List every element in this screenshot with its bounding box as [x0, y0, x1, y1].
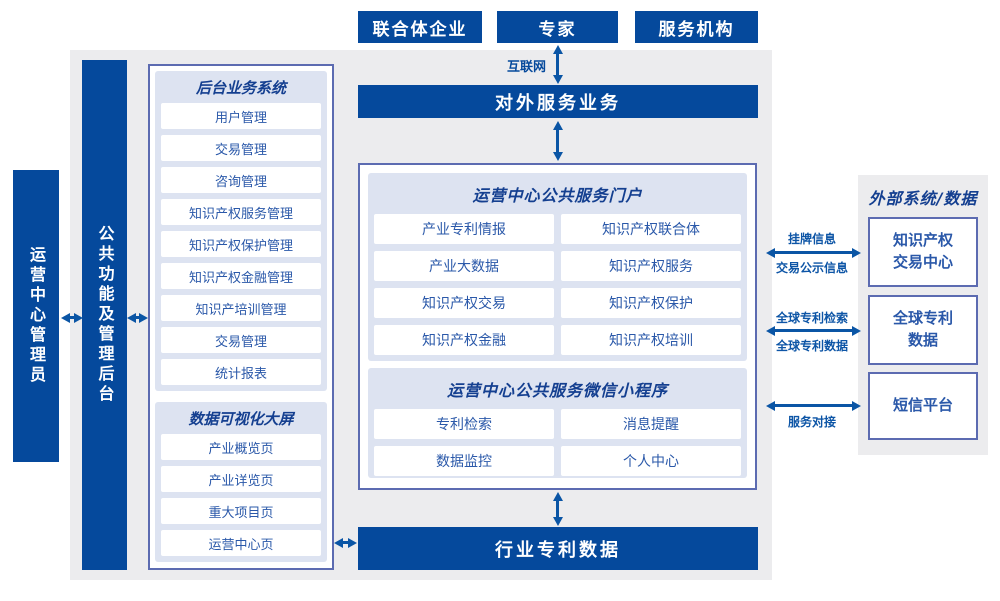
list-item: 知识产权保护管理	[161, 231, 321, 257]
sms-platform-arrow	[775, 404, 852, 407]
list-item: 知识产权交易	[374, 288, 554, 318]
left-systems-box: 后台业务系统 用户管理 交易管理 咨询管理 知识产权服务管理 知识产权保护管理 …	[148, 64, 334, 570]
portal-title: 运营中心公共服务门户	[472, 186, 643, 205]
center-services-box: 运营中心公共服务门户 产业专利情报 知识产权联合体 产业大数据 知识产权服务 知…	[358, 163, 757, 490]
list-item: 知识产权培训	[561, 325, 741, 355]
ip-trading-center-arrow	[775, 251, 852, 254]
list-item: 交易管理	[161, 135, 321, 161]
external-service-label: 对外服务业务	[495, 92, 621, 114]
list-item: 知识产权金融管理	[161, 263, 321, 289]
portal-to-patent-data-arrow	[556, 501, 559, 517]
external-system-global-patent-data: 全球专利 数据	[868, 295, 978, 365]
industry-patent-data-bar: 行业专利数据	[358, 527, 758, 570]
list-item: 用户管理	[161, 103, 321, 129]
portal-items: 产业专利情报 知识产权联合体 产业大数据 知识产权服务 知识产权交易 知识产权保…	[368, 214, 747, 355]
external-service-bar: 对外服务业务	[358, 85, 758, 118]
listing-info-label: 挂牌信息	[787, 232, 836, 246]
backend-to-panel-arrow	[136, 316, 139, 319]
backend-system-items: 用户管理 交易管理 咨询管理 知识产权服务管理 知识产权保护管理 知识产权金融管…	[155, 103, 327, 385]
actor-consortium-label: 联合体企业	[372, 19, 468, 40]
industry-patent-data-label: 行业专利数据	[495, 539, 621, 561]
actor-service-organizations: 服务机构	[635, 11, 758, 43]
list-item: 知识产权服务管理	[161, 199, 321, 225]
backend-management-label: 公共功能及管理后台	[95, 225, 115, 405]
actor-experts: 专家	[497, 11, 618, 43]
miniprogram-title: 运营中心公共服务微信小程序	[446, 381, 668, 400]
list-item: 数据监控	[374, 446, 554, 476]
external-system-ip-trading-center: 知识产权 交易中心	[868, 217, 978, 287]
operations-admin-bar: 运营中心管理员	[13, 170, 59, 462]
visualization-section: 数据可视化大屏 产业概览页 产业详览页 重大项目页 运营中心页	[155, 402, 327, 562]
global-patent-data-arrow	[775, 329, 852, 332]
list-item: 专利检索	[374, 409, 554, 439]
external-systems-title: 外部系统/数据	[868, 189, 978, 208]
list-item: 运营中心页	[161, 530, 321, 556]
visualization-items: 产业概览页 产业详览页 重大项目页 运营中心页	[155, 434, 327, 556]
list-item: 产业专利情报	[374, 214, 554, 244]
trade-publicity-label: 交易公示信息	[775, 261, 848, 275]
list-item: 知识产权联合体	[561, 214, 741, 244]
operations-admin-label: 运营中心管理员	[27, 246, 46, 386]
list-item: 个人中心	[561, 446, 741, 476]
list-item: 产业概览页	[161, 434, 321, 460]
internet-arrow	[556, 54, 559, 75]
actor-consortium-enterprises: 联合体企业	[358, 11, 482, 43]
portal-section: 运营中心公共服务门户 产业专利情报 知识产权联合体 产业大数据 知识产权服务 知…	[368, 173, 747, 361]
list-item: 消息提醒	[561, 409, 741, 439]
admin-to-backend-arrow	[70, 316, 74, 319]
backend-management-bar: 公共功能及管理后台	[82, 60, 127, 570]
list-item: 产业详览页	[161, 466, 321, 492]
list-item: 交易管理	[161, 327, 321, 353]
list-item: 统计报表	[161, 359, 321, 385]
list-item: 知识产权服务	[561, 251, 741, 281]
global-patent-search-label: 全球专利检索	[775, 311, 848, 325]
backend-system-title: 后台业务系统	[195, 79, 286, 97]
miniprogram-section: 运营中心公共服务微信小程序 专利检索 消息提醒 数据监控 个人中心	[368, 368, 747, 478]
list-item: 知识产权保护	[561, 288, 741, 318]
visualization-title: 数据可视化大屏	[188, 410, 294, 428]
list-item: 知识产培训管理	[161, 295, 321, 321]
list-item: 咨询管理	[161, 167, 321, 193]
actor-experts-label: 专家	[538, 19, 577, 40]
backend-system-section: 后台业务系统 用户管理 交易管理 咨询管理 知识产权服务管理 知识产权保护管理 …	[155, 71, 327, 391]
list-item: 产业大数据	[374, 251, 554, 281]
service-docking-label: 服务对接	[787, 415, 836, 429]
list-item: 重大项目页	[161, 498, 321, 524]
actor-service-orgs-label: 服务机构	[658, 19, 735, 40]
external-system-sms-platform: 短信平台	[868, 372, 978, 440]
visualization-to-patent-data-arrow	[343, 541, 348, 544]
miniprogram-items: 专利检索 消息提醒 数据监控 个人中心	[368, 409, 747, 476]
external-service-to-portal-arrow	[556, 130, 559, 152]
global-patent-data-label: 全球专利数据	[775, 339, 848, 353]
internet-label: 互联网	[506, 60, 546, 75]
list-item: 知识产权金融	[374, 325, 554, 355]
